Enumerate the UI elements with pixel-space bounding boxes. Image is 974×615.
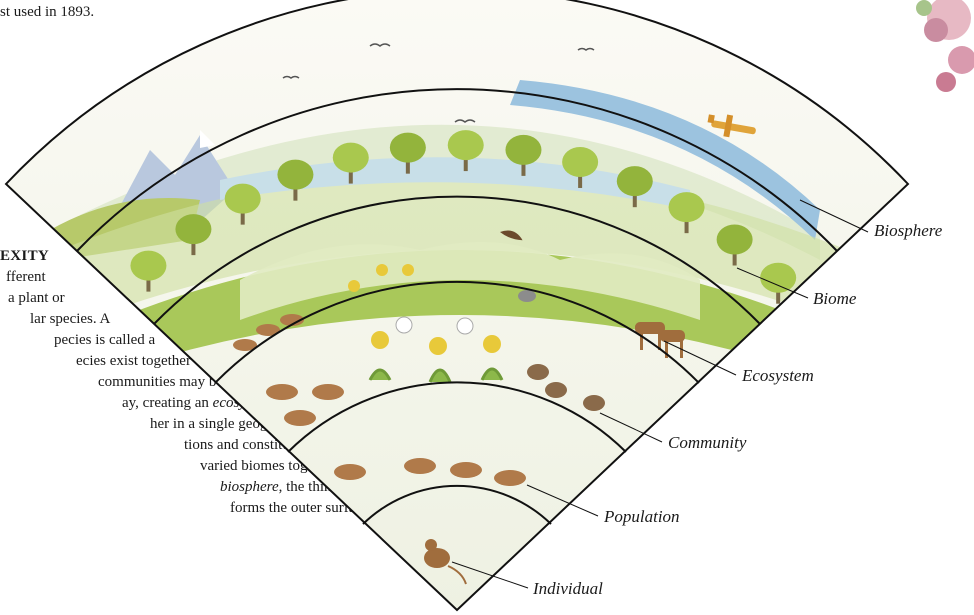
label-population: Population [603, 507, 680, 526]
label-individual: Individual [532, 579, 603, 598]
pine-tree-icon [104, 377, 122, 415]
label-community: Community [668, 433, 747, 452]
label-ecosystem: Ecosystem [741, 366, 814, 385]
label-biome: Biome [813, 289, 857, 308]
tree-icon [799, 306, 835, 347]
flower-decoration [844, 0, 974, 100]
pine-tree-icon [96, 393, 114, 431]
pine-tree-icon [800, 393, 818, 431]
single-mouse-icon [424, 548, 450, 568]
rose-icon [844, 0, 974, 100]
label-biosphere: Biosphere [874, 221, 943, 240]
pine-tree-icon [113, 363, 131, 401]
tree-icon [90, 293, 126, 334]
pine-tree-icon [133, 334, 151, 372]
rabbit-icon [518, 290, 536, 302]
pine-tree-icon [122, 348, 140, 386]
